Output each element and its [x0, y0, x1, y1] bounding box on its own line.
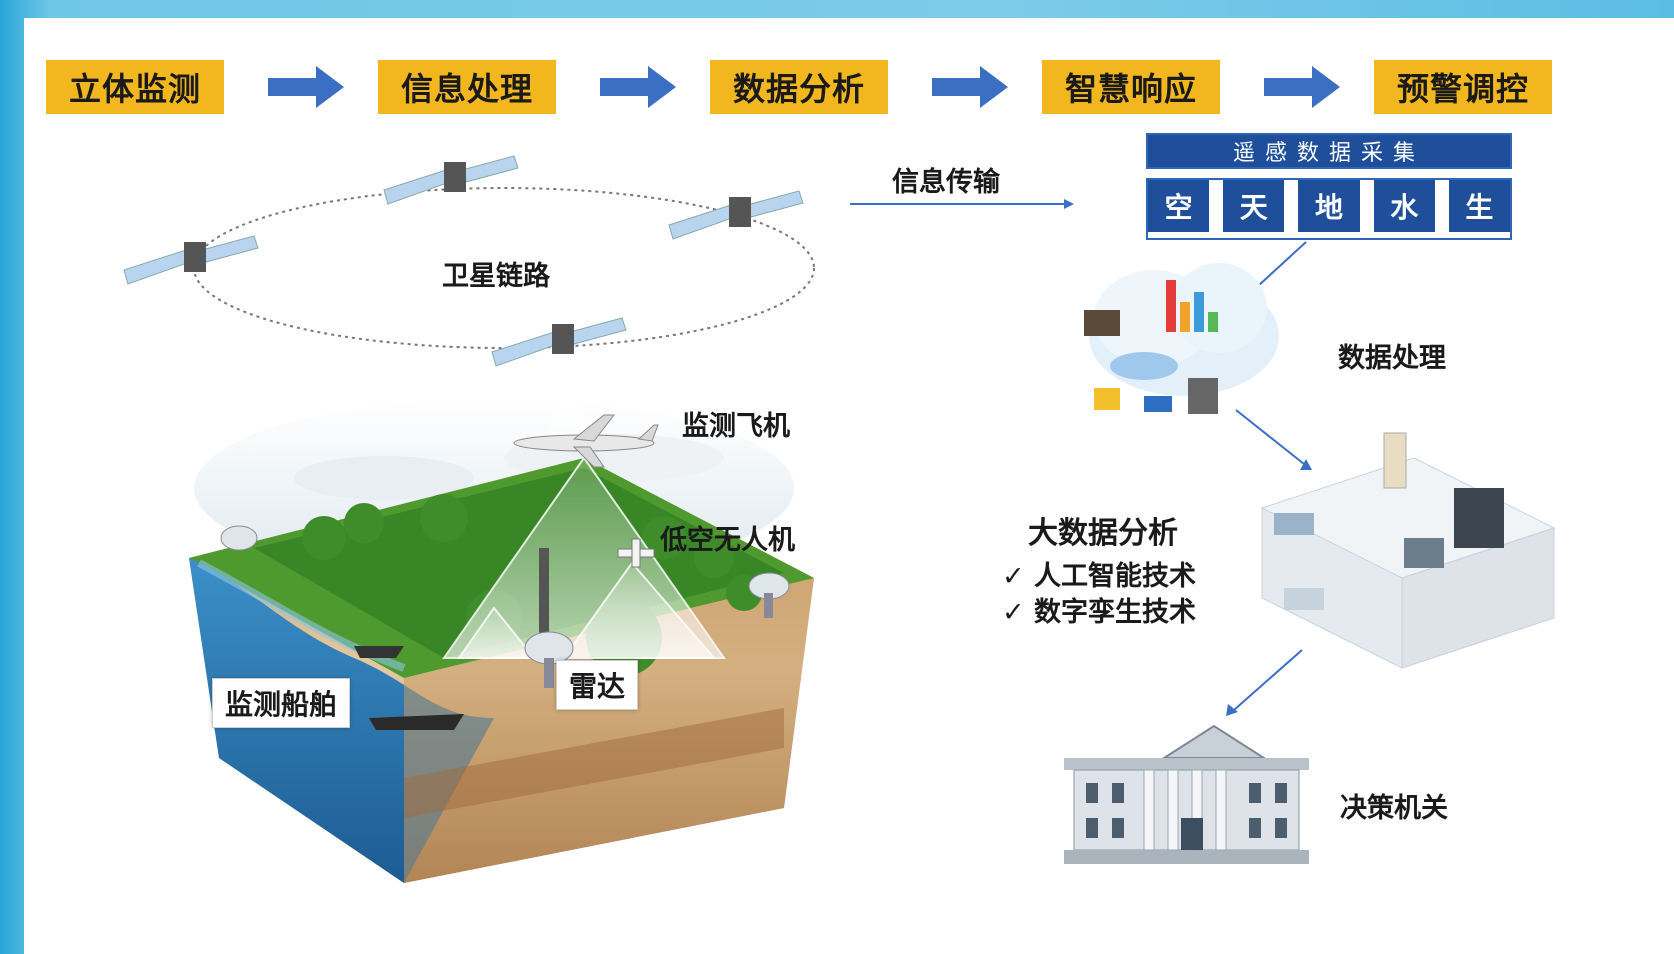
low-altitude-drone-label: 低空无人机	[660, 525, 795, 556]
satellite-link-label: 卫星链路	[442, 261, 550, 292]
flow-arrow-icon	[600, 66, 676, 108]
remote-sensing-cells: 空 天 地 水 生	[1146, 178, 1512, 240]
big-data-item-ai: ✓ 人工智能技术	[1002, 554, 1196, 593]
rs-cell-bio: 生	[1448, 180, 1511, 232]
check-icon: ✓	[1002, 597, 1025, 628]
data-processing-label: 数据处理	[1338, 343, 1446, 374]
drone-scan-cone	[562, 561, 717, 659]
flow-arrow-icon	[268, 66, 344, 108]
monitoring-ship-tag: 监测船舶	[212, 678, 351, 728]
satellite-icon	[668, 190, 804, 240]
decision-agency-label: 决策机关	[1340, 793, 1448, 824]
flow-arrow-icon	[932, 66, 1008, 108]
info-transmission-label: 信息传输	[892, 167, 1000, 198]
drone-icon	[617, 538, 655, 568]
step-data-analysis: 数据分析	[710, 60, 888, 114]
big-data-item-twin: ✓ 数字孪生技术	[1002, 590, 1196, 629]
satellite-icon	[383, 155, 519, 205]
digital-twin-text: 数字孪生技术	[1034, 597, 1197, 628]
radar-tag: 雷达	[556, 660, 639, 710]
data-center-icon	[1260, 432, 1556, 669]
cloud-data-icon	[1084, 263, 1279, 414]
satellite-icon	[491, 317, 627, 367]
check-icon: ✓	[1002, 561, 1025, 592]
step-warning-control: 预警调控	[1374, 60, 1552, 114]
diagram-panel: 立体监测 信息处理 数据分析 智慧响应 预警调控	[24, 18, 1674, 954]
ai-tech-text: 人工智能技术	[1034, 561, 1197, 592]
rs-cell-air: 空	[1148, 180, 1210, 232]
step-info-processing: 信息处理	[378, 60, 556, 114]
monitoring-plane-label: 监测飞机	[682, 411, 790, 442]
illustration-layer	[123, 155, 1556, 883]
step-smart-response: 智慧响应	[1042, 60, 1220, 114]
step-stereo-monitoring: 立体监测	[46, 60, 224, 114]
remote-sensing-title: 遥感数据采集	[1146, 133, 1512, 169]
government-building-icon	[1064, 724, 1309, 864]
flow-arrow-icon	[1264, 66, 1340, 108]
monitoring-plane-icon	[513, 414, 659, 468]
big-data-title: 大数据分析	[1028, 516, 1178, 551]
rs-cell-ground: 地	[1298, 180, 1360, 232]
radar-dish-icon	[220, 525, 790, 688]
satellite-icon	[123, 235, 259, 285]
rs-cell-sky: 天	[1223, 180, 1285, 232]
ship-icon	[354, 646, 464, 730]
rs-cell-water: 水	[1373, 180, 1435, 232]
